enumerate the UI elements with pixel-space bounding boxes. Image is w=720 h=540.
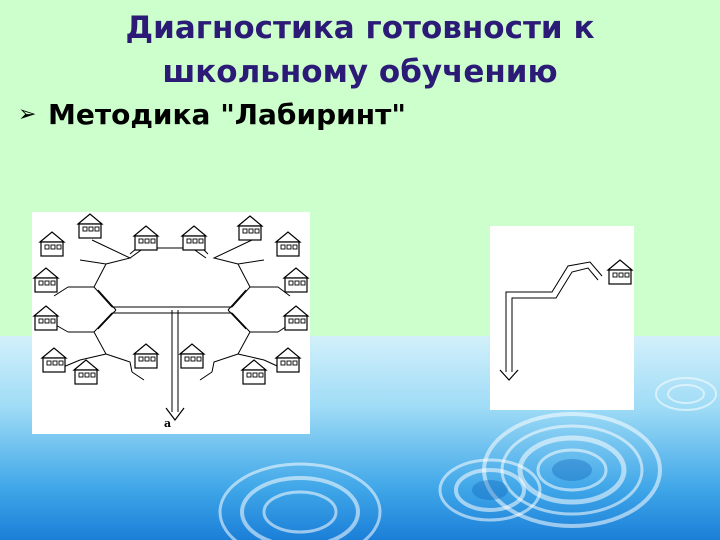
bullet-item: ➢ Методика "Лабиринт"	[18, 98, 406, 131]
house-icon	[606, 259, 634, 285]
house-icon	[33, 213, 309, 385]
maze-figure-b	[490, 226, 634, 410]
arrow-down-icon	[499, 369, 519, 381]
bullet-arrow-icon: ➢	[18, 102, 37, 127]
water-ripples-decoration	[218, 377, 717, 540]
maze-tree-drawing	[33, 213, 309, 421]
title-line-2: школьному обучению	[162, 54, 558, 90]
title-line-1: Диагностика готовности к	[125, 10, 595, 46]
maze-figure-a: а	[32, 212, 310, 434]
slide-title: Диагностика готовности к школьному обуче…	[60, 6, 660, 94]
figure-label: а	[164, 417, 172, 430]
bullet-text: Методика "Лабиринт"	[48, 98, 406, 131]
maze-path-drawing	[499, 259, 634, 381]
arrow-down-icon	[165, 407, 185, 421]
